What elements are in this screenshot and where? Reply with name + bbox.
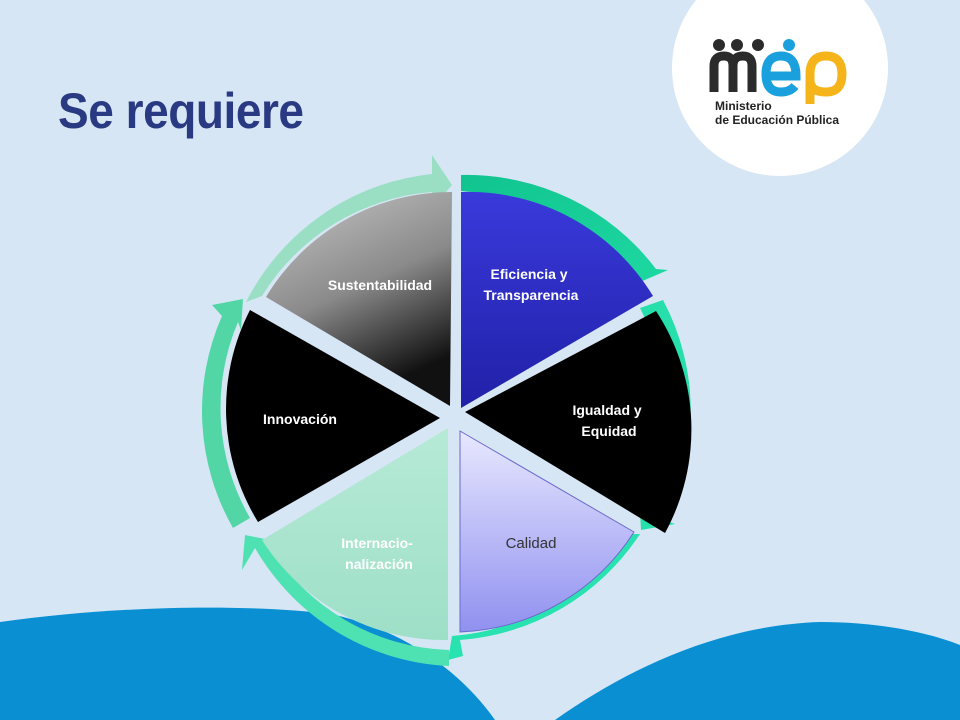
- segment-internacionalizacion: [262, 428, 448, 641]
- label-sustentabilidad: Sustentabilidad: [328, 277, 432, 293]
- label-igualdad: Igualdad y Equidad: [572, 402, 645, 439]
- arrow-ring-segment-4: [242, 535, 449, 666]
- cycle-segments: [226, 191, 692, 641]
- arrow-ring-segment-6: [246, 155, 452, 302]
- arrow-ring-segment-5: [202, 299, 250, 528]
- label-innovacion: Innovación: [263, 411, 337, 427]
- label-eficiencia: Eficiencia y Transparencia: [484, 266, 579, 303]
- segment-sustentabilidad: [266, 191, 452, 406]
- mep-wordmark-icon: [709, 39, 847, 104]
- segment-eficiencia: [461, 191, 653, 408]
- slide-title: Se requiere: [58, 83, 304, 139]
- segment-calidad: [459, 430, 635, 633]
- logo-line-2: de Educación Pública: [715, 113, 840, 127]
- label-internacionalizacion: Internacio- nalización: [341, 535, 416, 572]
- logo-caption: Ministerio de Educación Pública: [715, 99, 839, 127]
- logo-line-1: Ministerio: [715, 99, 772, 113]
- segment-igualdad: [465, 311, 692, 533]
- segment-innovacion: [226, 310, 440, 522]
- arrow-ring-segment-3: [448, 534, 640, 660]
- wave-right: [555, 622, 960, 720]
- label-calidad: Calidad: [506, 535, 557, 552]
